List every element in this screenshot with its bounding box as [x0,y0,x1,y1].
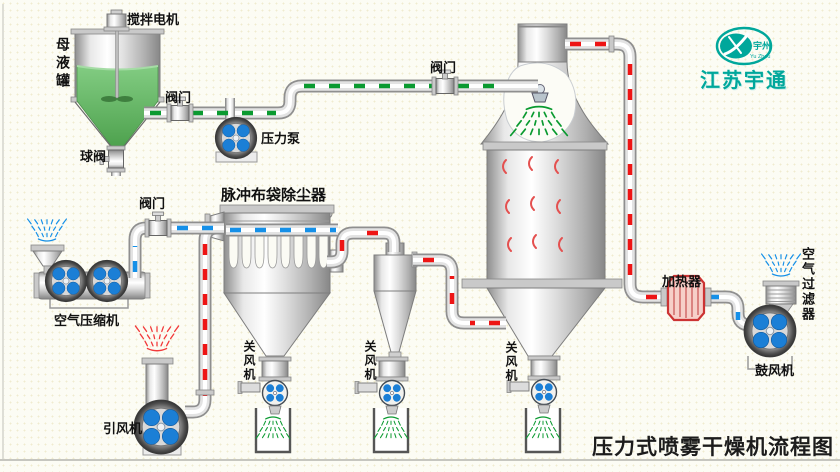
mother-liquid-tank [70,9,165,150]
heater [660,274,712,322]
label-pressure-pump: 压力泵 [261,131,301,146]
label-valve-air: 阀门 [139,196,166,211]
cyclone-collector-pipe [324,226,401,269]
tower-cyclone-pipe [413,253,506,330]
label-air-filter: 空气过滤器 [800,247,815,322]
compressor-wheel [85,259,129,303]
label-mother-liquid-tank: 母液罐 [55,37,71,91]
frame-bottom-line [0,459,840,461]
label-blower: 鼓风机 [755,363,795,378]
blower [743,304,797,370]
label-rotary-airlock-2: 关风机 [363,340,377,382]
label-stirrer-motor: 搅拌电机 [127,12,180,27]
stirrer-motor [103,9,130,32]
label-induced-draft-fan: 引风机 [103,421,143,436]
label-air-compressor: 空气压缩机 [54,313,120,328]
label-rotary-airlock-3: 关风机 [504,341,518,383]
label-rotary-airlock-1: 关风机 [242,340,256,382]
pipe-flange [608,35,615,53]
label-valve-feed: 阀门 [165,90,192,105]
feed-pipe [144,79,538,120]
company-logo: 宇州 Yu Zhou [715,26,773,66]
spray-drying-tower [461,23,623,357]
label-heater: 加热器 [662,274,702,289]
label-valve-tower: 阀门 [430,60,457,75]
induced-draft-fan [133,399,189,456]
logo-text-cn: 宇州 [753,40,771,51]
pipe-flange [195,389,215,396]
compressor-wheel [44,259,88,303]
pulse-bag-dust-collector [204,204,344,357]
intake-air-spray [26,218,68,242]
page-title: 压力式喷雾干燥机流程图 [592,436,834,459]
logo-text-en: Yu Zhou [750,54,771,60]
cyclone-separator [373,242,418,361]
frame-left-line [2,4,4,460]
label-ball-valve: 球阀 [80,149,107,164]
filter-air-spray [760,253,802,277]
company-name: 江苏宇通 [700,70,788,92]
exhaust-spray [134,325,180,352]
air-valve [144,211,172,238]
pressure-pump [214,116,258,163]
stirrer-shaft [115,29,119,99]
label-dust-collector: 脉冲布袋除尘器 [221,187,327,204]
